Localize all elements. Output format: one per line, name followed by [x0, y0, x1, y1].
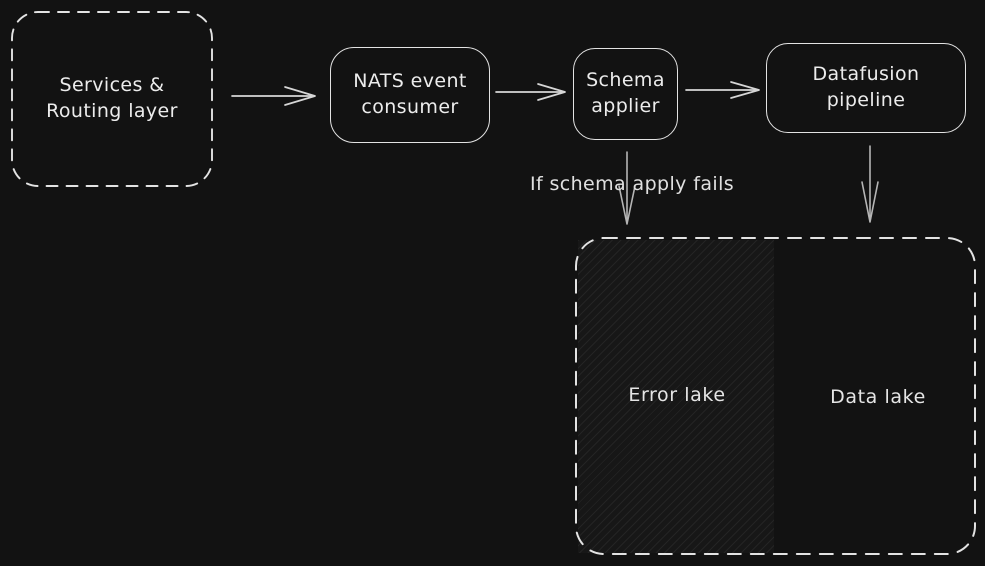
- arrow-nats-to-schema[interactable]: [494, 80, 570, 104]
- error-lake-region[interactable]: [578, 240, 774, 553]
- nats-event-consumer-label: NATS event consumer: [353, 70, 467, 118]
- datafusion-pipeline-node[interactable]: [766, 43, 966, 133]
- arrow-services-to-nats[interactable]: [230, 84, 322, 108]
- error-lake-label: Error lake: [628, 384, 726, 406]
- services-routing-node-label: Services & Routing layer: [46, 74, 178, 122]
- arrow-schema-to-datafusion[interactable]: [684, 78, 764, 102]
- lakes-container-outline[interactable]: [574, 236, 977, 556]
- services-routing-node-outline[interactable]: [10, 10, 214, 188]
- schema-applier-label: Schema applier: [586, 69, 665, 117]
- data-lake-label: Data lake: [830, 386, 926, 408]
- nats-event-consumer-node[interactable]: [330, 47, 490, 143]
- schema-fail-edge-label: If schema apply fails: [529, 173, 735, 195]
- arrow-datafusion-to-data-lake[interactable]: [858, 144, 882, 226]
- datafusion-pipeline-label: Datafusion pipeline: [812, 63, 920, 111]
- arrow-schema-to-error-lake[interactable]: [615, 150, 639, 228]
- schema-applier-node[interactable]: [573, 48, 678, 140]
